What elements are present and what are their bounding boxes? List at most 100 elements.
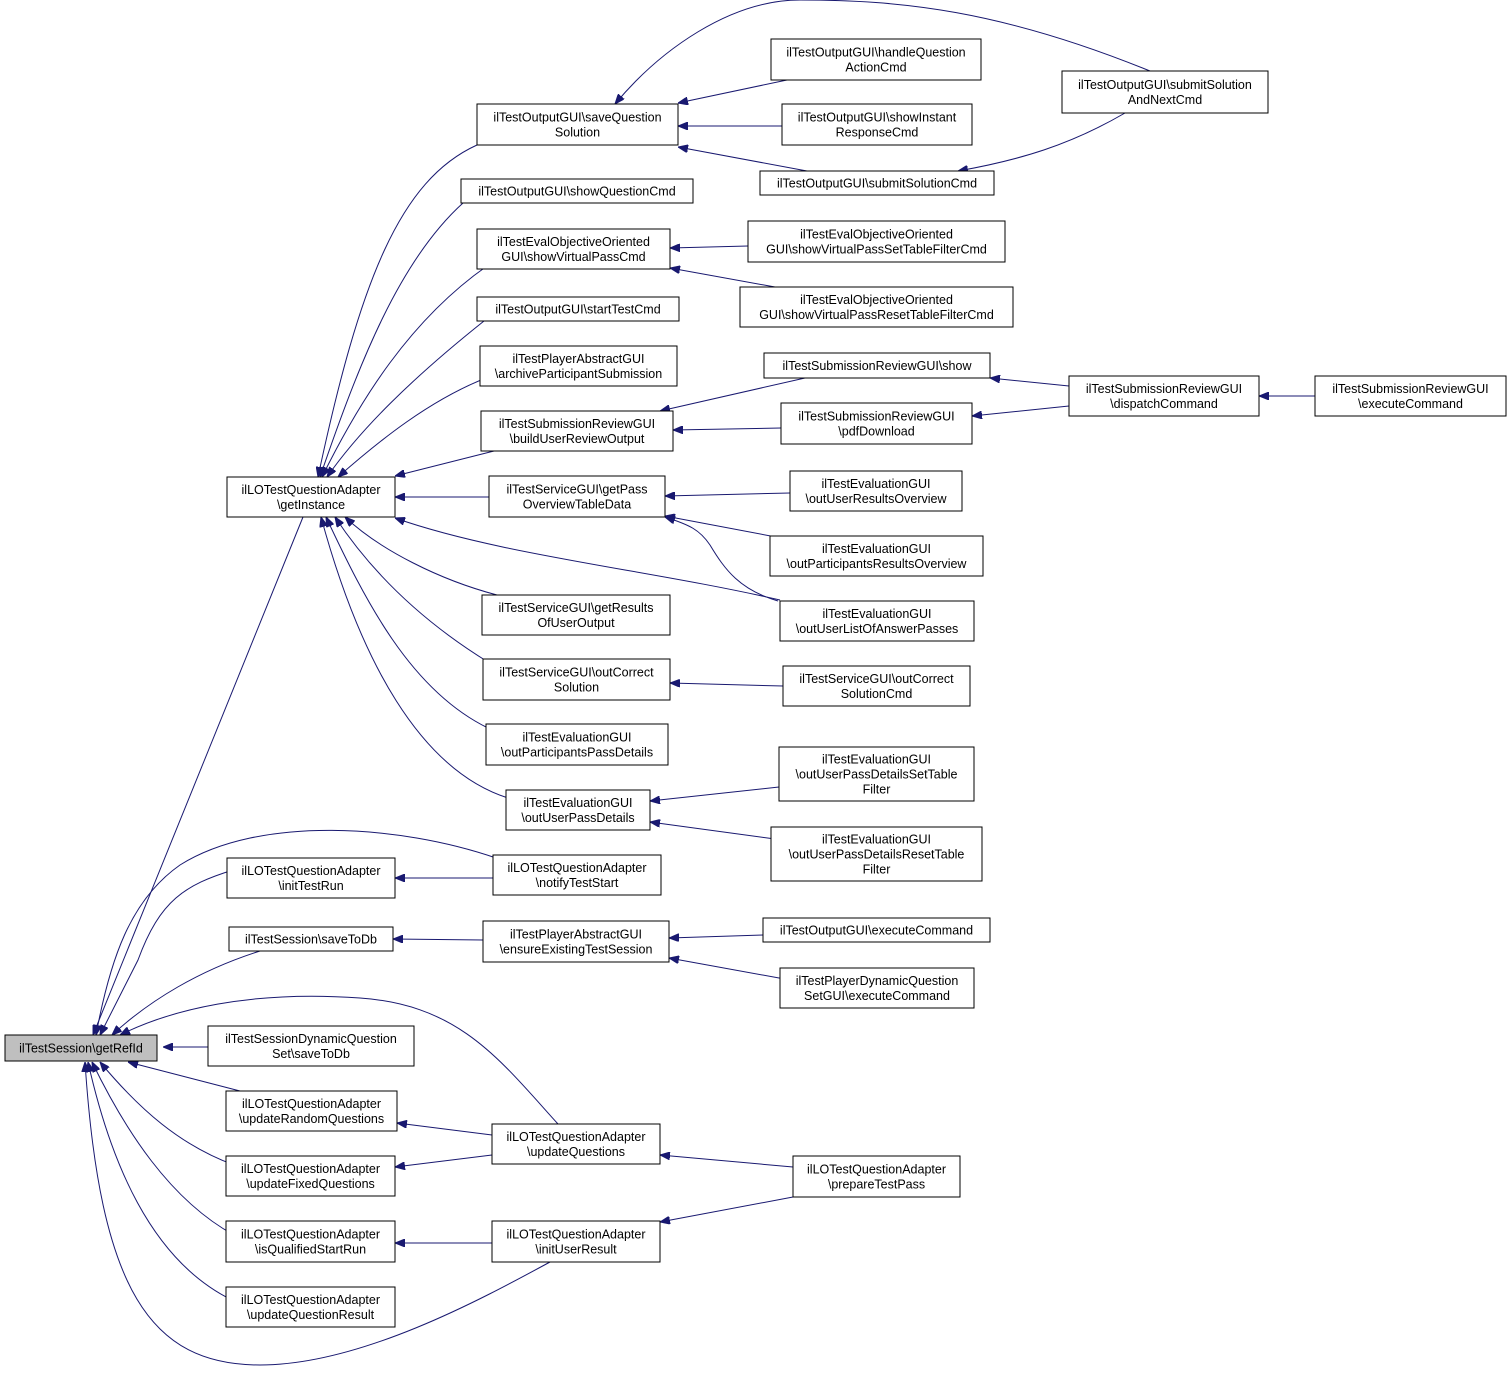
function-node[interactable]: ilTestOutputGUI\startTestCmd	[476, 296, 680, 322]
node-label: ilTestServiceGUI\outCorrect	[499, 666, 654, 680]
function-node[interactable]: ilLOTestQuestionAdapter\isQualifiedStart…	[225, 1220, 396, 1263]
node-label: ilTestPlayerAbstractGUI	[513, 352, 645, 366]
function-node[interactable]: ilTestOutputGUI\executeCommand	[762, 917, 991, 943]
node-box	[779, 600, 975, 642]
node-box	[747, 220, 1006, 263]
function-node[interactable]: ilLOTestQuestionAdapter\prepareTestPass	[792, 1155, 961, 1198]
function-node[interactable]: ilLOTestQuestionAdapter\initTestRun	[226, 857, 396, 899]
edge-n32-to-n16	[665, 493, 791, 496]
function-node[interactable]: ilLOTestQuestionAdapter\updateQuestionRe…	[225, 1286, 396, 1328]
node-label: ilTestEvaluationGUI	[522, 731, 631, 745]
function-node[interactable]: ilTestPlayerAbstractGUI\ensureExistingTe…	[482, 920, 670, 963]
function-node[interactable]: ilTestEvaluationGUI\outParticipantsPassD…	[485, 723, 669, 766]
function-node[interactable]: ilTestPlayerAbstractGUI\archiveParticipa…	[479, 345, 678, 387]
edge-n41-to-n27	[958, 112, 1126, 171]
node-box	[476, 296, 680, 322]
node-label: ilLOTestQuestionAdapter	[241, 1228, 380, 1242]
node-box	[770, 38, 982, 81]
edge-n9-to-n1	[88, 1062, 233, 1301]
function-node[interactable]: ilTestSubmissionReviewGUI\dispatchComman…	[1068, 375, 1260, 417]
edge-n14-to-n2	[338, 377, 487, 477]
function-node[interactable]: ilTestEvaluationGUI\outUserListOfAnswerP…	[779, 600, 975, 642]
node-label: \outParticipantsPassDetails	[501, 746, 653, 760]
function-node[interactable]: ilTestEvaluationGUI\outUserPassDetailsRe…	[770, 826, 983, 882]
node-label: ilLOTestQuestionAdapter	[241, 1162, 380, 1176]
node-box	[225, 1155, 396, 1197]
node-label: ilTestOutputGUI\submitSolution	[1078, 78, 1252, 92]
node-box	[481, 594, 671, 636]
node-label: \pdfDownload	[838, 425, 914, 439]
function-node[interactable]: ilTestEvalObjectiveOrientedGUI\showVirtu…	[476, 228, 671, 270]
function-node[interactable]: ilTestOutputGUI\showQuestionCmd	[460, 178, 694, 204]
function-node[interactable]: ilTestEvaluationGUI\outUserResultsOvervi…	[789, 470, 963, 512]
node-label: \updateRandomQuestions	[239, 1112, 384, 1126]
function-node[interactable]: ilTestServiceGUI\getPassOverviewTableDat…	[488, 475, 666, 518]
function-node[interactable]: ilLOTestQuestionAdapter\getInstance	[226, 476, 396, 518]
function-node[interactable]: ilTestOutputGUI\submitSolutionCmd	[759, 170, 995, 196]
node-label: ActionCmd	[845, 61, 906, 75]
function-node[interactable]: ilTestSubmissionReviewGUI\show	[763, 352, 991, 379]
function-node[interactable]: ilTestSubmissionReviewGUI\executeCommand	[1314, 375, 1507, 417]
node-label: ilTestEvaluationGUI	[822, 833, 931, 847]
function-node[interactable]: ilTestEvalObjectiveOrientedGUI\showVirtu…	[739, 286, 1014, 328]
function-node[interactable]: ilLOTestQuestionAdapter\updateRandomQues…	[225, 1090, 398, 1132]
node-box	[779, 967, 975, 1009]
node-label: ilTestPlayerDynamicQuestion	[796, 974, 959, 988]
function-node[interactable]: ilTestSession\saveToDb	[228, 926, 394, 952]
edge-n19-to-n2	[326, 517, 489, 729]
function-node[interactable]: ilTestSubmissionReviewGUI\pdfDownload	[780, 402, 973, 445]
function-node[interactable]: ilTestEvaluationGUI\outParticipantsResul…	[769, 535, 984, 577]
function-node[interactable]: ilLOTestQuestionAdapter\notifyTestStart	[492, 854, 662, 896]
node-box	[759, 170, 995, 196]
node-label: ilTestSubmissionReviewGUI\show	[783, 359, 973, 373]
node-label: ilTestEvalObjectiveOriented	[800, 228, 953, 242]
edge-n31-to-n15	[673, 428, 782, 430]
node-label: ilLOTestQuestionAdapter	[242, 1097, 381, 1111]
node-label: ilTestSession\saveToDb	[245, 933, 377, 947]
function-node[interactable]: ilLOTestQuestionAdapter\updateFixedQuest…	[225, 1155, 396, 1197]
node-label: \updateQuestionResult	[247, 1308, 375, 1322]
function-node[interactable]: ilTestPlayerDynamicQuestionSetGUI\execut…	[779, 967, 975, 1009]
edge-n22-to-n4	[393, 939, 484, 940]
node-label: SetGUI\executeCommand	[804, 989, 950, 1003]
node-box	[228, 926, 394, 952]
node-label: ilTestSessionDynamicQuestion	[225, 1032, 397, 1046]
function-node[interactable]: ilTestEvaluationGUI\outUserPassDetails	[505, 789, 651, 831]
function-node[interactable]: ilTestEvalObjectiveOrientedGUI\showVirtu…	[747, 220, 1006, 263]
edge-n8-to-n1	[92, 1062, 235, 1236]
node-box	[207, 1025, 415, 1067]
function-node[interactable]: ilLOTestQuestionAdapter\initUserResult	[491, 1220, 661, 1263]
function-node[interactable]: ilTestEvaluationGUI\outUserPassDetailsSe…	[778, 746, 975, 802]
edge-n40-to-n23	[660, 1155, 794, 1168]
node-label: Solution	[555, 126, 600, 140]
node-label: ilTestEvalObjectiveOriented	[497, 235, 650, 249]
edge-n15-to-n2	[395, 450, 495, 476]
node-label: \isQualifiedStartRun	[255, 1243, 366, 1257]
node-box	[781, 103, 973, 146]
node-label: ilTestEvaluationGUI	[822, 542, 931, 556]
function-node[interactable]: ilTestSession\getRefId	[4, 1034, 158, 1062]
edge-n25-to-n10	[678, 79, 788, 103]
node-label: ilLOTestQuestionAdapter	[508, 861, 647, 875]
edge-n39-to-n22	[669, 958, 791, 981]
function-node[interactable]: ilLOTestQuestionAdapter\updateQuestions	[491, 1123, 661, 1165]
node-label: ilTestServiceGUI\getPass	[506, 483, 647, 497]
node-box	[1314, 375, 1507, 417]
node-label: Solution	[554, 681, 599, 695]
node-box	[482, 920, 670, 963]
edge-n4-to-n1	[112, 950, 261, 1035]
node-box	[778, 746, 975, 802]
edge-n41-to-n10	[615, 0, 1151, 104]
node-label: ilTestSubmissionReviewGUI	[499, 417, 655, 431]
function-node[interactable]: ilTestSubmissionReviewGUI\buildUserRevie…	[480, 410, 674, 452]
edge-n37-to-n20	[650, 822, 776, 840]
